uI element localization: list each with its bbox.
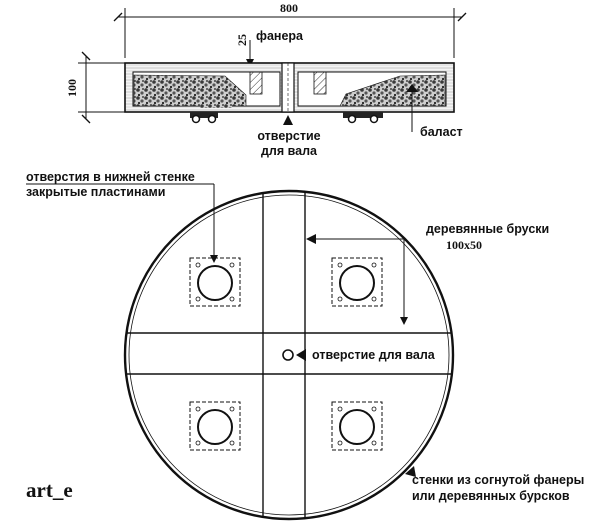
shaft-hole-center-label: отверстие для вала	[312, 348, 436, 362]
height-value: 100	[65, 79, 79, 97]
shaft-hole-label-line2: для вала	[261, 144, 318, 158]
center-shaft-hole	[282, 349, 294, 361]
board-dimension: 25 фанера	[235, 29, 304, 67]
wooden-bars-label-line2: 100x50	[446, 238, 482, 252]
plywood-label: фанера	[256, 29, 304, 43]
bottom-hole-bottom-right	[331, 401, 383, 451]
ballast-right	[339, 74, 446, 107]
section-view: 800 100 25 фанера	[65, 1, 467, 158]
bottom-holes-label-line1: отверстия в нижней стенке	[26, 170, 195, 184]
walls-label-line2: или деревянных бурсков	[412, 489, 570, 503]
bottom-plate-left	[190, 112, 218, 118]
shaft-hole-label-line1: отверстие	[257, 129, 320, 143]
width-value: 800	[280, 1, 298, 15]
bottom-hole-bottom-left	[189, 401, 241, 451]
height-dimension: 100	[65, 51, 126, 124]
ballast-label: баласт	[420, 125, 463, 139]
artist-signature: art_e	[26, 478, 73, 502]
bottom-hole-top-right	[331, 257, 383, 307]
bottom-plate-right	[343, 112, 383, 118]
wooden-bars-label-line1: деревянные бруски	[426, 222, 549, 236]
bottom-holes-label-line2: закрытые пластинами	[26, 185, 165, 199]
walls-label-line1: стенки из согнутой фанеры	[412, 473, 584, 487]
plan-view: отверстие для вала отверстия в нижней ст…	[26, 170, 584, 521]
board-value: 25	[235, 34, 249, 46]
width-dimension: 800	[113, 1, 467, 58]
